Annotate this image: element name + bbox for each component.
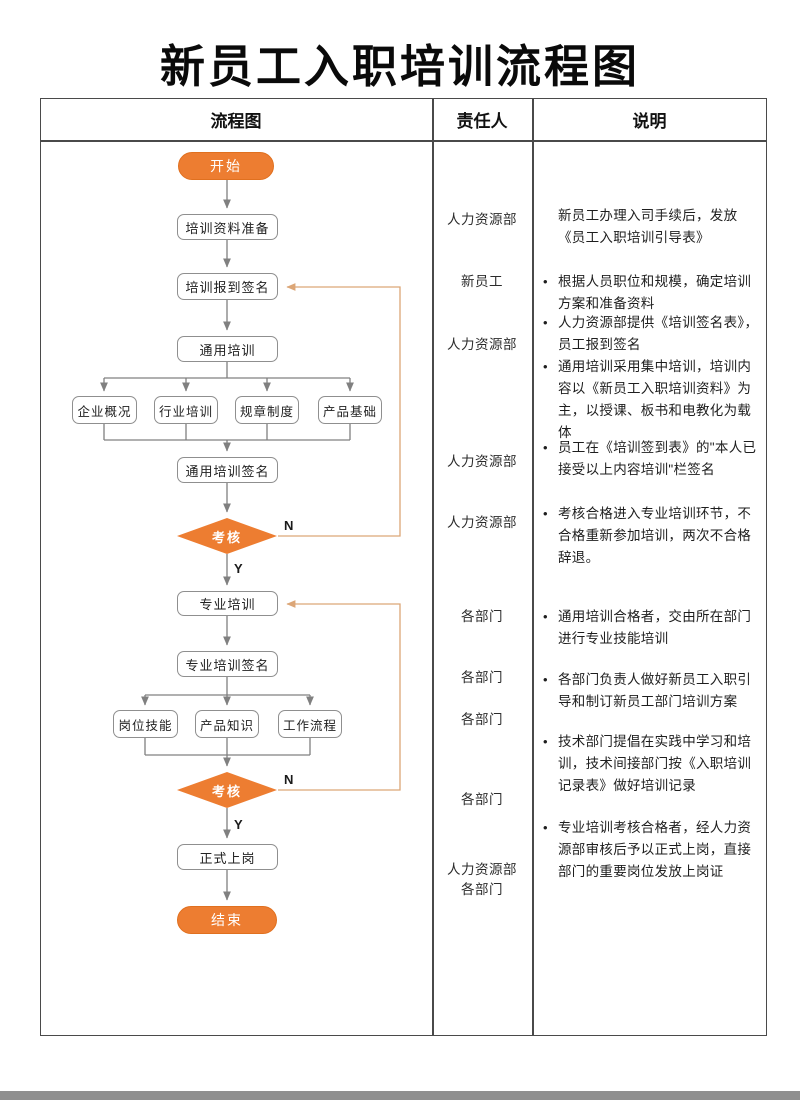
description-item: • 通用培训合格者，交由所在部门进行专业技能培训 [543,606,762,650]
bullet-icon: • [543,672,548,687]
flow-node-product-basics: 产品基础 [318,396,382,424]
page-title: 新员工入职培训流程图 [159,41,640,92]
bullet-icon: • [543,506,548,521]
description-text: 各部门负责人做好新员工入职引导和制订新员工部门培训方案 [558,672,752,709]
flow-node-official-onboarding: 正式上岗 [177,844,278,870]
description-text: 新员工办理入司手续后，发放《员工入职培训引导表》 [558,208,738,245]
description-item: • 各部门负责人做好新员工入职引导和制订新员工部门培训方案 [543,669,762,713]
header-divider [40,140,767,142]
bullet-icon: • [543,820,548,835]
table-frame [40,98,767,1036]
owner-row: 人力资源部 [447,337,517,352]
flow-node-professional-training-signature: 专业培训签名 [177,651,278,677]
description-text: 专业培训考核合格者，经人力资源部审核后予以正式上岗，直接部门的重要岗位发放上岗证 [558,820,752,879]
description-text: 技术部门提倡在实践中学习和培训，技术间接部门按《入职培训记录表》做好培训记录 [558,734,752,793]
flow-node-prepare-materials: 培训资料准备 [177,214,278,240]
description-item: 新员工办理入司手续后，发放《员工入职培训引导表》 [543,205,762,249]
owner-row: 人力资源部 [447,515,517,530]
bullet-icon: • [543,359,548,374]
owner-row: 新员工 [461,274,503,289]
description-item: • 根据人员职位和规模，确定培训方案和准备资料 [543,271,762,315]
description-item: • 通用培训采用集中培训，培训内容以《新员工入职培训资料》为主，以授课、板书和电… [543,356,762,444]
description-text: 人力资源部提供《培训签名表》，员工报到签名 [558,315,759,352]
description-text: 通用培训合格者，交由所在部门进行专业技能培训 [558,609,752,646]
description-text: 考核合格进入专业培训环节，不合格重新参加培训，两次不合格辞退。 [558,506,752,565]
description-text: 根据人员职位和规模，确定培训方案和准备资料 [558,274,752,311]
description-text: 通用培训采用集中培训，培训内容以《新员工入职培训资料》为主，以授课、板书和电教化… [558,359,752,440]
flow-node-general-training-signature: 通用培训签名 [177,457,278,483]
owner-row: 各部门 [461,670,503,685]
column-divider-2 [532,98,534,1036]
owner-row: 各部门 [461,712,503,727]
owner-row: 各部门 [461,609,503,624]
bullet-icon: • [543,315,548,330]
owner-row: 各部门 [461,792,503,807]
description-item: • 考核合格进入专业培训环节，不合格重新参加培训，两次不合格辞退。 [543,503,762,569]
description-item: • 员工在《培训签到表》的"本人已接受以上内容培训"栏签名 [543,437,762,481]
flow-node-company-overview: 企业概况 [72,396,137,424]
flow-node-register-signature: 培训报到签名 [177,273,278,300]
exam2-yes-label: Y [234,817,243,832]
description-item: • 人力资源部提供《培训签名表》，员工报到签名 [543,312,762,356]
exam1-yes-label: Y [234,561,243,576]
exam2-no-label: N [284,772,294,787]
flow-node-industry-training: 行业培训 [154,396,218,424]
column-header-flowchart: 流程图 [210,112,262,131]
flow-node-end: 结束 [177,906,277,934]
owner-row: 人力资源部 [447,212,517,227]
bullet-icon: • [543,440,548,455]
bullet-icon: • [543,609,548,624]
flow-node-work-process: 工作流程 [278,710,342,738]
description-text: 员工在《培训签到表》的"本人已接受以上内容培训"栏签名 [558,440,757,477]
column-header-description: 说明 [632,112,667,131]
bullet-icon: • [543,274,548,289]
exam1-no-label: N [284,518,294,533]
column-header-responsible: 责任人 [456,112,508,131]
bullet-icon: • [543,734,548,749]
flow-node-rules-regulations: 规章制度 [235,396,299,424]
description-item: • 技术部门提倡在实践中学习和培训，技术间接部门按《入职培训记录表》做好培训记录 [543,731,762,797]
owner-row: 人力资源部 [447,454,517,469]
column-divider-1 [432,98,434,1036]
owner-row: 人力资源部 各部门 [447,862,517,897]
bottom-edge-bar [0,1091,800,1100]
flow-node-general-training: 通用培训 [177,336,278,362]
description-item: • 专业培训考核合格者，经人力资源部审核后予以正式上岗，直接部门的重要岗位发放上… [543,817,762,883]
flow-node-start: 开始 [178,152,274,180]
flow-node-professional-training: 专业培训 [177,591,278,616]
flow-node-job-skills: 岗位技能 [113,710,178,738]
flow-node-product-knowledge: 产品知识 [195,710,259,738]
